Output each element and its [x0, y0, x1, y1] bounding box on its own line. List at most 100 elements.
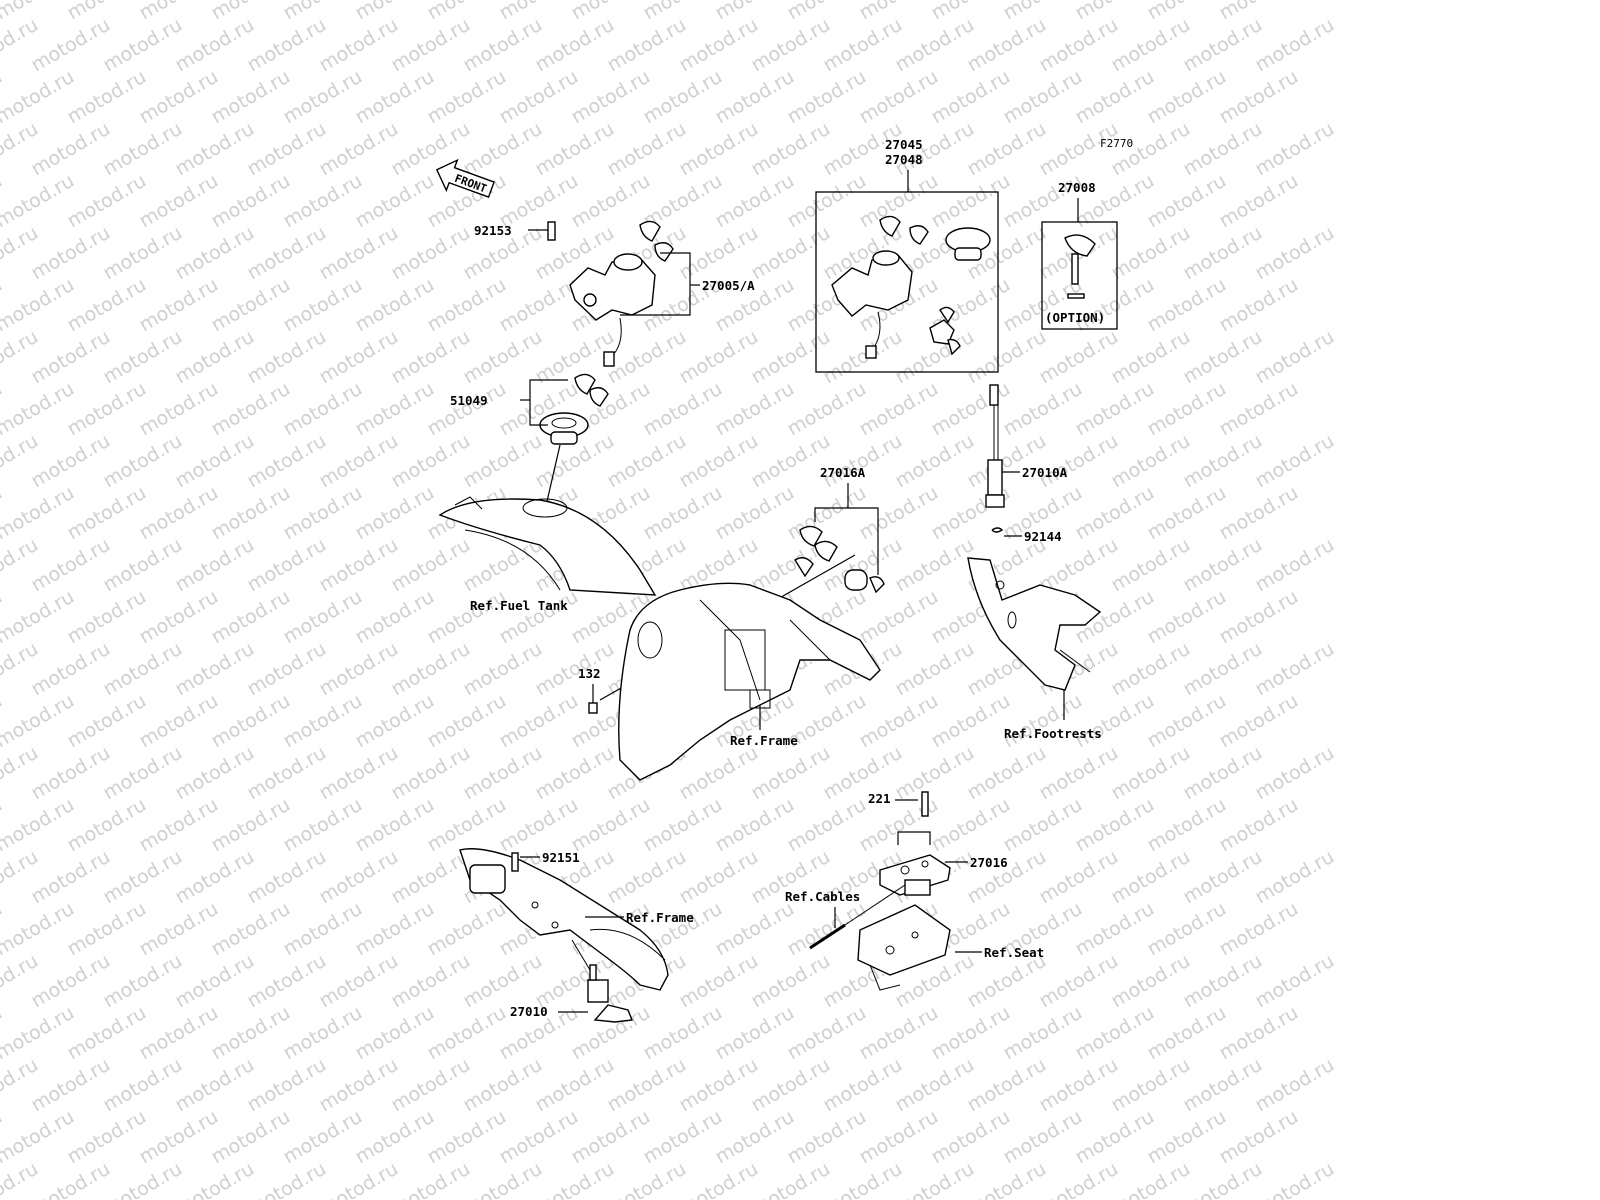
watermark-text: motod.ru — [352, 170, 438, 233]
watermark-text: motod.ru — [316, 638, 402, 701]
watermark-text: motod.ru — [1252, 638, 1338, 701]
lock-set-parts — [831, 215, 991, 359]
screw-icon — [588, 702, 598, 714]
watermark-text: motod.ru — [100, 846, 186, 909]
watermark-text: motod.ru — [784, 1106, 870, 1169]
watermark-text: motod.ru — [388, 14, 474, 77]
watermark-text: motod.ru — [676, 742, 762, 805]
watermark-text: motod.ru — [712, 794, 798, 857]
label-92144: 92144 — [1024, 529, 1062, 544]
watermark-text: motod.ru — [1180, 534, 1266, 597]
watermark-text: motod.ru — [1252, 950, 1338, 1013]
watermark-text: motod.ru — [496, 794, 582, 857]
watermark-text: motod.ru — [1180, 14, 1266, 77]
watermark-text: motod.ru — [136, 274, 222, 337]
watermark-text: motod.ru — [172, 118, 258, 181]
watermark-text: motod.ru — [352, 274, 438, 337]
watermark-text: motod.ru — [172, 534, 258, 597]
watermark-text: motod.ru — [352, 586, 438, 649]
watermark-text: motod.ru — [1180, 846, 1266, 909]
watermark-text: motod.ru — [28, 326, 114, 389]
watermark-text: motod.ru — [136, 482, 222, 545]
watermark-text: motod.ru — [964, 430, 1050, 493]
lock-set-box — [815, 191, 999, 373]
watermark-text: motod.ru — [748, 14, 834, 77]
watermark-text: motod.ru — [748, 430, 834, 493]
watermark-text: motod.ru — [1144, 1002, 1230, 1065]
watermark-text: motod.ru — [208, 170, 294, 233]
watermark-text: motod.ru — [208, 1106, 294, 1169]
watermark-text: motod.ru — [1216, 378, 1302, 441]
watermark-text: motod.ru — [784, 1002, 870, 1065]
watermark-text: motod.ru — [1036, 846, 1122, 909]
watermark-text: motod.ru — [604, 118, 690, 181]
watermark-text: motod.ru — [100, 742, 186, 805]
watermark-text: motod.ru — [208, 586, 294, 649]
watermark-text: motod.ru — [244, 1054, 330, 1117]
watermark-text: motod.ru — [1000, 66, 1086, 129]
watermark-text: motod.ru — [1180, 1158, 1266, 1200]
label-27016a: 27016A — [820, 465, 866, 480]
watermark-text: motod.ru — [640, 378, 726, 441]
watermark-text: motod.ru — [748, 742, 834, 805]
watermark-text: motod.ru — [1000, 378, 1086, 441]
watermark-text: motod.ru — [424, 690, 510, 753]
watermark-text: motod.ru — [1072, 898, 1158, 961]
watermark-text: motod.ru — [676, 326, 762, 389]
watermark-text: motod.ru — [460, 742, 546, 805]
watermark-text: motod.ru — [208, 898, 294, 961]
watermark-text: motod.ru — [568, 170, 654, 233]
watermark-text: motod.ru — [316, 430, 402, 493]
watermark-text: motod.ru — [820, 326, 906, 389]
watermark-text: motod.ru — [460, 638, 546, 701]
watermark-text: motod.ru — [964, 1158, 1050, 1200]
watermark-text: motod.ru — [604, 14, 690, 77]
watermark-text: motod.ru — [244, 638, 330, 701]
watermark-text: motod.ru — [532, 14, 618, 77]
watermark-text: motod.ru — [1144, 794, 1230, 857]
watermark-text: motod.ru — [28, 1054, 114, 1117]
watermark-text: motod.ru — [1072, 66, 1158, 129]
watermark-text: motod.ru — [784, 482, 870, 545]
watermark-text: motod.ru — [424, 274, 510, 337]
watermark-text: motod.ru — [712, 898, 798, 961]
watermark-text: motod.ru — [424, 1106, 510, 1169]
watermark-text: motod.ru — [64, 690, 150, 753]
watermark-text: motod.ru — [1144, 482, 1230, 545]
fuel-tank — [438, 496, 657, 596]
label-ref-cables: Ref.Cables — [785, 889, 860, 904]
watermark-text: motod.ru — [1180, 222, 1266, 285]
watermark-text: motod.ru — [1036, 430, 1122, 493]
watermark-text: motod.ru — [856, 482, 942, 545]
watermark-text: motod.ru — [604, 846, 690, 909]
label-27045: 27045 — [885, 137, 923, 152]
watermark-text: motod.ru — [172, 222, 258, 285]
watermark-text: motod.ru — [100, 950, 186, 1013]
watermark-text: motod.ru — [316, 1158, 402, 1200]
watermark-text: motod.ru — [388, 1158, 474, 1200]
watermark-text: motod.ru — [1000, 1002, 1086, 1065]
label-ref-footrests: Ref.Footrests — [1004, 726, 1102, 741]
watermark-text: motod.ru — [244, 222, 330, 285]
sensor-switch-27010a — [985, 384, 1005, 508]
watermark-text: motod.ru — [1252, 430, 1338, 493]
watermark-text: motod.ru — [1252, 222, 1338, 285]
watermark-text: motod.ru — [1144, 690, 1230, 753]
label-ref-fuel-tank: Ref.Fuel Tank — [470, 598, 568, 613]
watermark-text: motod.ru — [388, 950, 474, 1013]
watermark-text: motod.ru — [352, 482, 438, 545]
watermark-text: motod.ru — [208, 482, 294, 545]
watermark-text: motod.ru — [424, 794, 510, 857]
watermark-text: motod.ru — [280, 794, 366, 857]
watermark-text: motod.ru — [784, 170, 870, 233]
label-option: (OPTION) — [1045, 310, 1105, 325]
watermark-text: motod.ru — [532, 638, 618, 701]
watermark-text: motod.ru — [1180, 430, 1266, 493]
frame-rear — [459, 848, 669, 991]
watermark-text: motod.ru — [100, 1158, 186, 1200]
watermark-text: motod.ru — [460, 14, 546, 77]
watermark-text: motod.ru — [1252, 1054, 1338, 1117]
watermark-text: motod.ru — [676, 14, 762, 77]
seat-bracket — [857, 904, 951, 991]
